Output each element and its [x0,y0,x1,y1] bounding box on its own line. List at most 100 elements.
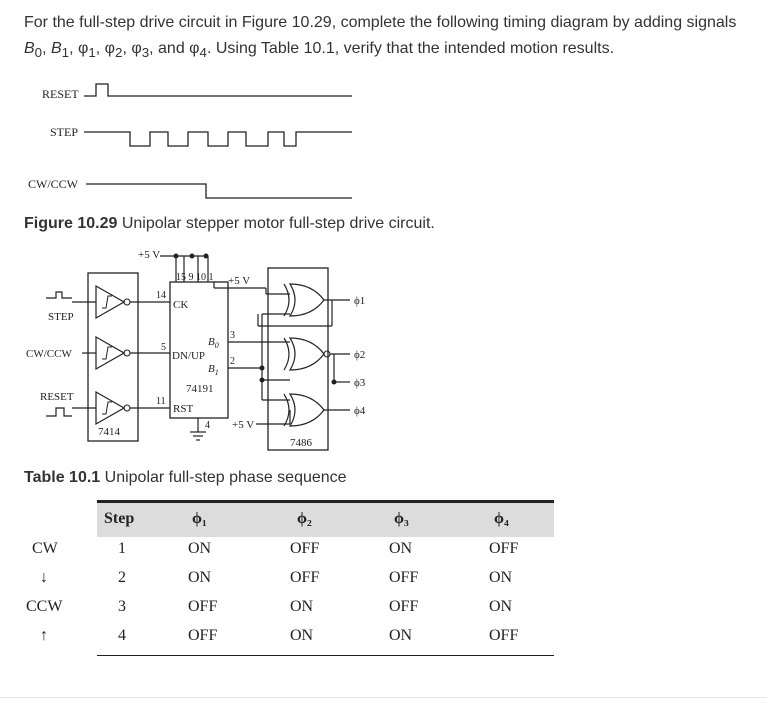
vcc-right-label: +5 V [228,275,250,287]
table-cell: ON [389,540,413,557]
schmitt-inverter-reset [95,390,131,426]
reset-input-label: RESET [40,391,74,403]
phi1-label: ϕ1 [354,295,365,307]
question-sep: , [42,40,51,57]
counter-b1-label: B1 [208,363,219,377]
xor-chip-7486 [267,267,329,451]
inverter-bubble [323,350,331,358]
b0-subscript: 0 [34,45,43,61]
pin-11: 11 [156,396,166,407]
cwccw-input-label: CW/CCW [26,348,72,360]
timing-cwccw-label: CW/CCW [28,177,79,191]
phi4-subscript: 4 [199,45,207,61]
timing-reset-waveform [84,83,352,97]
table-cell: OFF [389,598,419,615]
question-part1: For the full-step drive circuit in Figur… [24,14,737,31]
table-caption: Table 10.1 Unipolar full-step phase sequ… [24,468,347,488]
table-number: Table 10.1 [24,469,101,486]
junction-dot [189,253,195,259]
xor-gate-1 [283,283,325,317]
counter-rst-label: RST [173,403,193,415]
table-header-row [97,503,554,537]
pin-4: 4 [205,420,210,431]
pin-5: 5 [161,342,166,353]
table-header-phi1: ϕ₁ [192,510,207,527]
table-cell: ON [290,627,314,644]
table-header-phi4: ϕ₄ [494,510,509,527]
step-input-label: STEP [48,311,74,323]
row-label-cw: CW [32,540,58,557]
table-cell: 1 [118,540,126,557]
phi2-label: ϕ2 [354,349,365,361]
table-cell: OFF [188,598,218,615]
table-header-phi3: ϕ₃ [394,510,409,527]
timing-cwccw-waveform [86,183,352,199]
figure-caption: Figure 10.29 Unipolar stepper motor full… [24,214,435,234]
schmitt-inverter-step [95,284,131,320]
table-cell: ON [188,569,212,586]
row-label-ccw: CCW [26,598,63,615]
counter-ck-label: CK [173,299,188,311]
counter-chip-74191 [169,281,229,419]
table-cell: OFF [290,540,320,557]
counter-dnup-label: DN/UP [172,350,205,362]
table-cell: ON [489,569,513,586]
figure-number: Figure 10.29 [24,215,118,232]
table-top-rule [97,500,554,503]
row-label-up-arrow: ↑ [40,627,48,644]
pin-14: 14 [156,290,166,301]
table-cell: OFF [188,627,218,644]
pin-numbers-top: 15 9 10 1 [176,272,214,283]
table-cell: ON [290,598,314,615]
inverter-chip-7414 [87,272,139,442]
schmitt-inverter-cwccw [95,335,131,371]
question-sep: , and φ [149,40,200,57]
question-sep: , φ [69,40,89,57]
circuit-diagram: +5 V 15 9 10 1 +5 V 7414 STEP CW/CCW RES… [26,249,366,451]
table-cell: 3 [118,598,126,615]
junction-dot [259,365,265,371]
b0-symbol: B [24,40,35,57]
table-header-step: Step [104,510,135,527]
table-header-phi2: ϕ₂ [297,510,312,527]
step-input-pulse [46,291,72,299]
table-caption-text: Unipolar full-step phase sequence [100,469,347,486]
timing-diagram: RESET STEP CW/CCW [28,83,352,199]
junction-dot [203,253,209,259]
question-text: For the full-step drive circuit in Figur… [24,10,749,66]
counter-b0-label: B0 [208,336,219,350]
xor-gate-3 [283,393,325,427]
table-cell: OFF [290,569,320,586]
timing-reset-label: RESET [42,87,79,101]
reset-input-pulse [46,407,72,417]
vcc-bottom-label: +5 V [232,419,254,431]
phi3-label: ϕ3 [354,377,366,389]
xor-chip-label: 7486 [290,437,313,449]
table-cell: OFF [389,569,419,586]
question-sep: , φ [95,40,116,57]
phi4-label: ϕ4 [354,405,366,417]
pin-2: 2 [230,356,235,367]
page-divider [0,697,767,698]
table-cell: OFF [489,627,519,644]
table-bottom-rule [97,655,554,656]
row-label-down-arrow: ↓ [40,569,48,586]
question-part2: . Using Table 10.1, verify that the inte… [206,40,615,57]
inverter-chip-label: 7414 [98,426,121,438]
table-cell: 2 [118,569,126,586]
table-cell: ON [188,540,212,557]
table-cell: 4 [118,627,126,644]
question-sep: , φ [122,40,142,57]
phi3-subscript: 3 [141,45,150,61]
ground-icon [190,431,206,441]
table-cell: OFF [489,540,519,557]
table-cell: ON [389,627,413,644]
vcc-top-label: +5 V [138,249,160,261]
pin-3: 3 [230,330,235,341]
phi1-subscript: 1 [88,45,96,61]
b1-symbol: B [50,40,62,57]
figure-caption-text: Unipolar stepper motor full-step drive c… [117,215,435,232]
table-cell: ON [489,598,513,615]
timing-step-label: STEP [50,125,78,139]
timing-step-waveform [84,131,352,147]
